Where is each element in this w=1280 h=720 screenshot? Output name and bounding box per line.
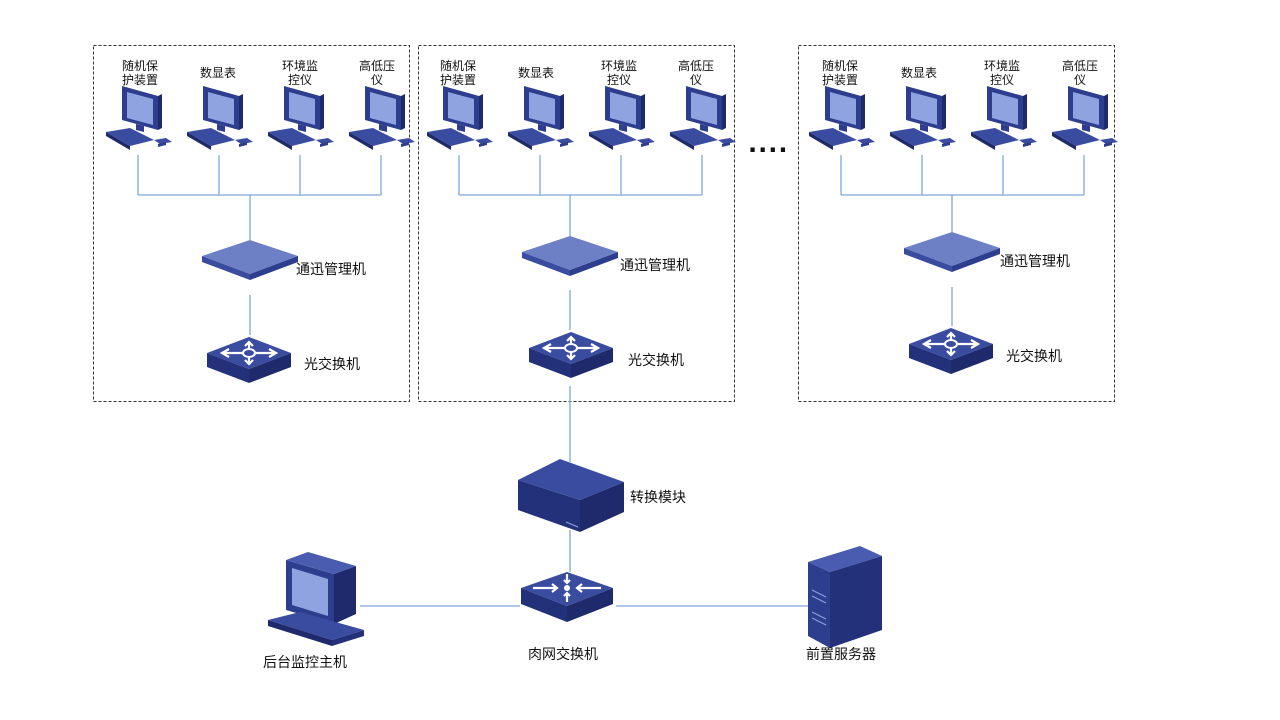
device-label-hv-lv-meter: 高低压 仪 <box>358 59 395 87</box>
device-label-env-monitor: 环境监 控仪 <box>983 59 1020 87</box>
front-server-label: 前置服务器 <box>806 647 876 663</box>
device-label-protection: 随机保 护装置 <box>821 59 858 87</box>
workstation-icon <box>508 86 574 150</box>
backend-host-icon <box>268 552 364 646</box>
workstation-icon <box>187 86 253 150</box>
comm-manager-label: 通迅管理机 <box>1000 254 1070 270</box>
intranet-switch-icon <box>519 570 615 624</box>
more-groups-ellipsis: .... <box>748 130 789 158</box>
comm-manager-icon <box>202 240 298 280</box>
backend-host-label: 后台监控主机 <box>263 655 347 671</box>
workstation-icon <box>809 86 875 150</box>
workstation-icon <box>1052 86 1118 150</box>
comm-manager-label: 通迅管理机 <box>620 258 690 274</box>
workstation-icon <box>427 86 493 150</box>
optical-switch-label: 光交换机 <box>304 357 360 373</box>
workstation-icon <box>268 86 334 150</box>
workstation-icon <box>589 86 655 150</box>
comm-manager-label: 通迅管理机 <box>296 262 366 278</box>
workstation-icon <box>106 86 172 150</box>
converter-module-icon <box>518 459 624 532</box>
group-box-1 <box>93 45 410 402</box>
device-label-display-meter: 数显表 <box>517 66 554 80</box>
workstation-icon <box>670 86 736 150</box>
group-box-2 <box>418 45 735 402</box>
workstation-icon <box>349 86 415 150</box>
optical-switch-icon <box>205 335 293 385</box>
device-label-protection: 随机保 护装置 <box>439 59 476 87</box>
workstation-icon <box>971 86 1037 150</box>
device-label-protection: 随机保 护装置 <box>121 59 158 87</box>
optical-switch-label: 光交换机 <box>628 353 684 369</box>
device-label-display-meter: 数显表 <box>900 66 937 80</box>
device-label-hv-lv-meter: 高低压 仪 <box>1061 59 1098 87</box>
device-label-display-meter: 数显表 <box>199 66 236 80</box>
group-box-3 <box>798 45 1115 402</box>
optical-switch-label: 光交换机 <box>1006 349 1062 365</box>
optical-switch-icon <box>907 326 995 376</box>
optical-switch-icon <box>527 330 615 380</box>
converter-module-label: 转换模块 <box>630 490 686 506</box>
device-label-hv-lv-meter: 高低压 仪 <box>677 59 714 87</box>
workstation-icon <box>890 86 956 150</box>
intranet-switch-label: 肉网交换机 <box>528 647 598 663</box>
comm-manager-icon <box>904 232 1000 272</box>
device-label-env-monitor: 环境监 控仪 <box>281 59 318 87</box>
connection-lines <box>137 155 1085 607</box>
front-server-icon <box>808 546 882 648</box>
comm-manager-icon <box>522 236 618 276</box>
device-label-env-monitor: 环境监 控仪 <box>600 59 637 87</box>
